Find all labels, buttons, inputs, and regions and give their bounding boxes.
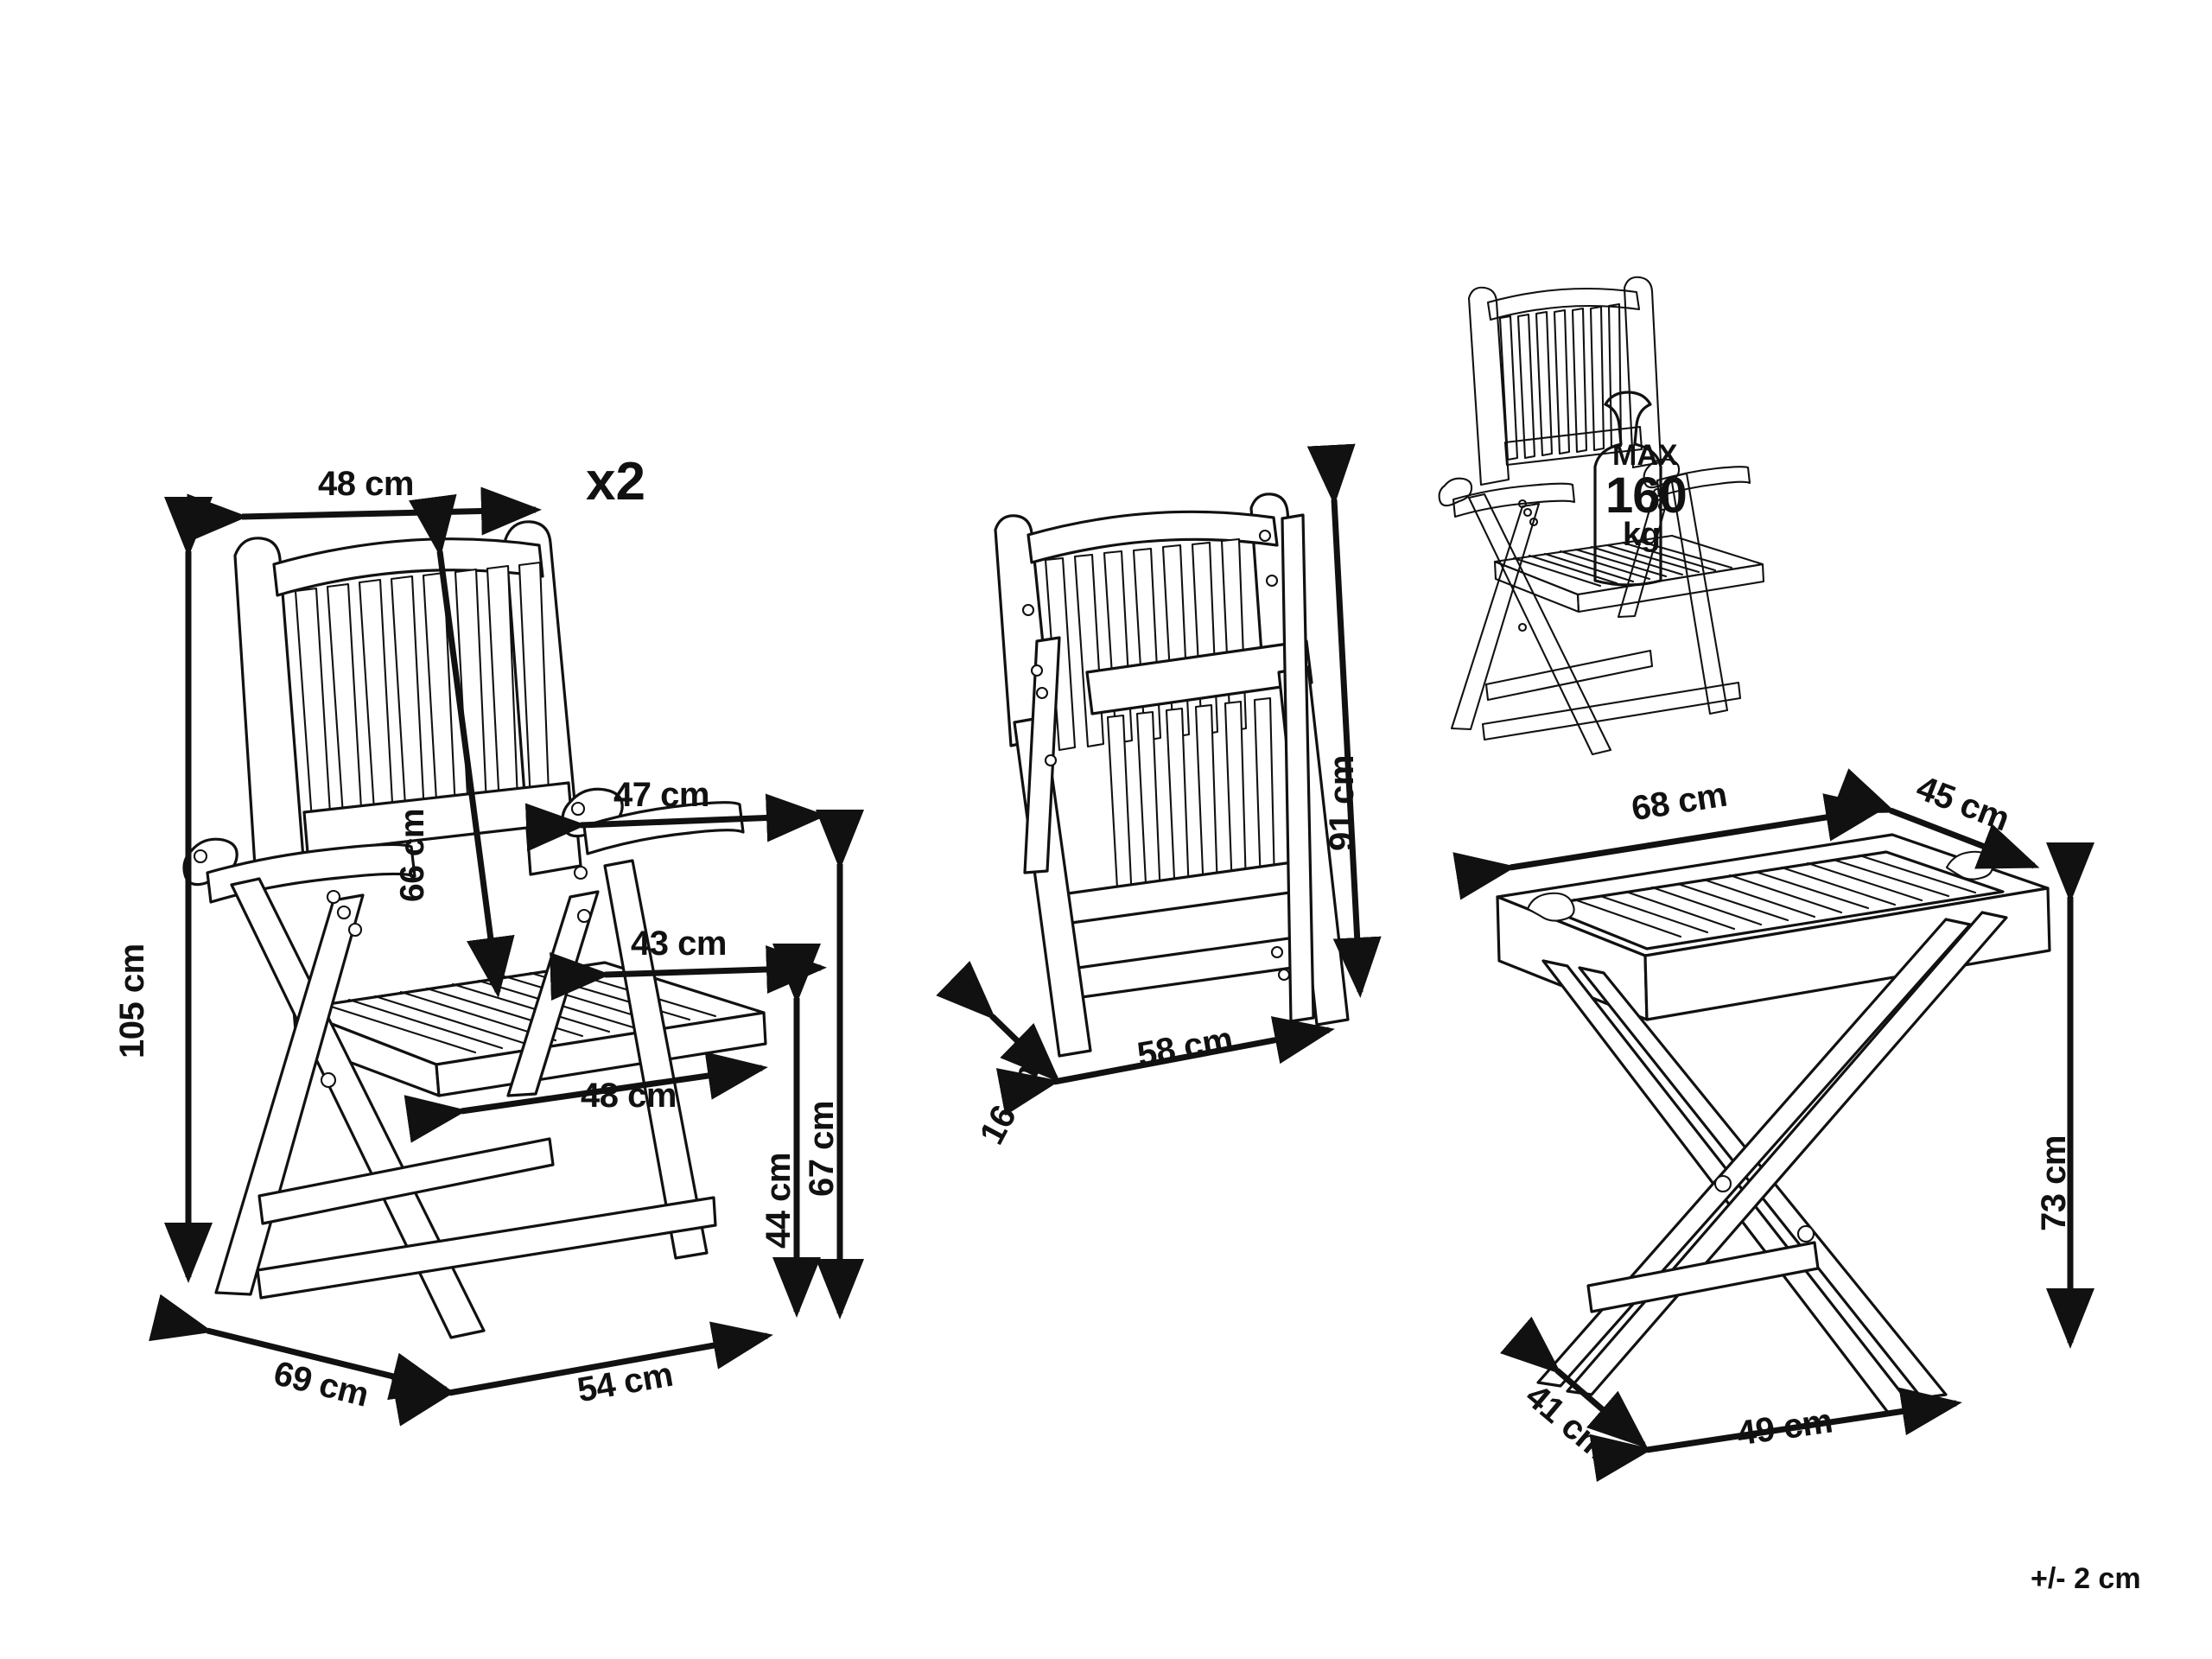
max-load-value-text: 160 — [1605, 467, 1688, 524]
tolerance-note: +/- 2 cm — [2031, 1562, 2141, 1595]
dimension-label-back-width: 48 cm — [318, 465, 414, 503]
max-load-weight-icon — [1593, 391, 1662, 587]
chair-folded-dimension-lines — [936, 443, 1382, 1116]
dimension-label-seat-depth: 43 cm — [631, 925, 727, 963]
dimension-label-backrest-height: 66 cm — [394, 808, 431, 902]
dimension-label-table-height: 73 cm — [2035, 1135, 2073, 1231]
chair-load-illustration — [1438, 276, 1765, 756]
max-load-max-text: MAX — [1612, 439, 1678, 472]
chair-open-dimension-lines — [149, 486, 864, 1427]
tray-table-dimension-lines — [1452, 768, 2094, 1483]
tray-table-illustration — [1496, 833, 2051, 1415]
dimension-label-armrest-height: 67 cm — [803, 1101, 841, 1197]
dimension-label-armrest-depth: 47 cm — [613, 776, 709, 814]
quantity-badge: x2 — [586, 452, 645, 512]
max-load-unit-text: kg — [1623, 517, 1661, 553]
dimension-label-folded-height: 91 cm — [1323, 755, 1361, 851]
dimension-label-seat-height: 44 cm — [760, 1153, 798, 1249]
chair-folded-illustration — [994, 493, 1350, 1058]
dimension-label-seat-width: 48 cm — [581, 1077, 677, 1115]
dimension-label-total-height: 105 cm — [113, 944, 151, 1058]
